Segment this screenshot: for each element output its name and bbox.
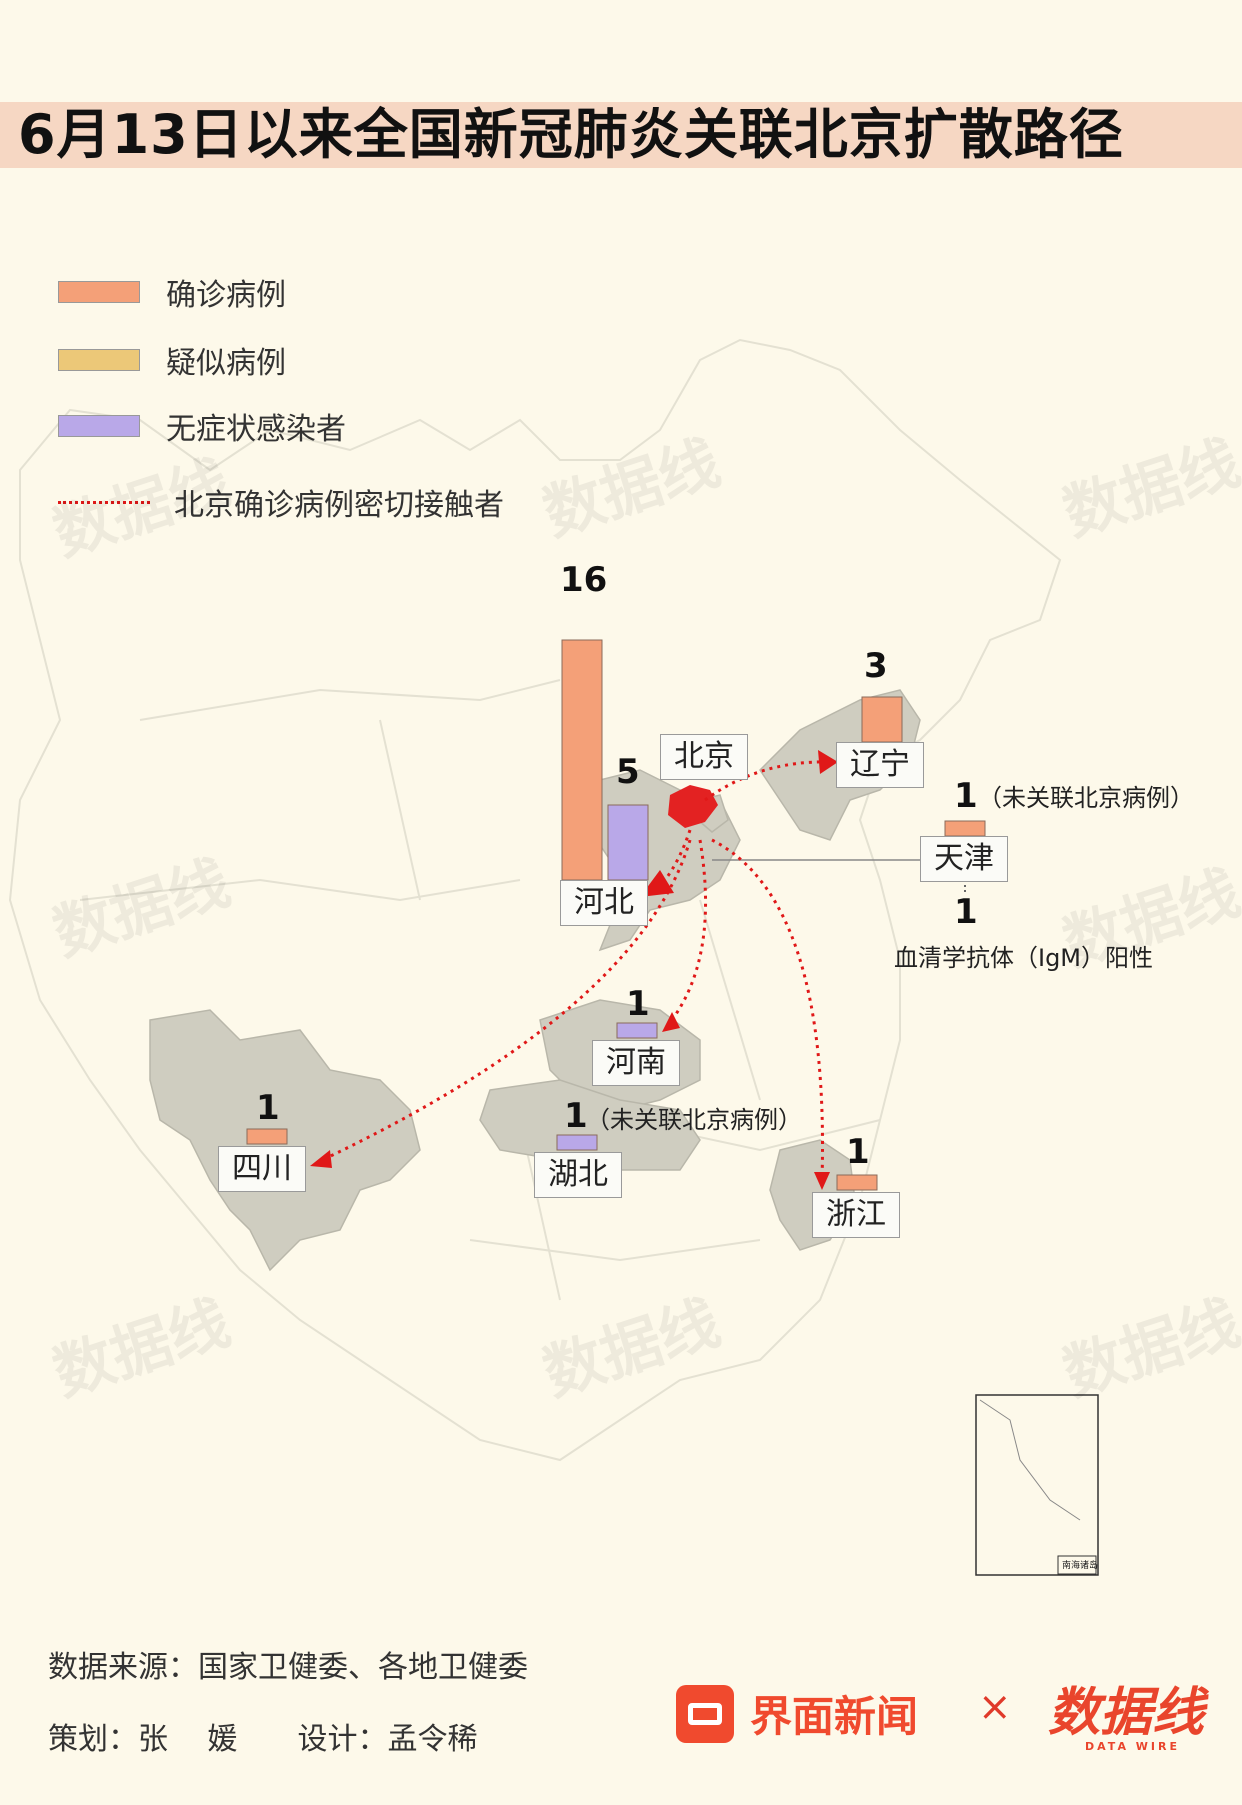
- legend-confirmed-label: 确诊病例: [166, 278, 286, 313]
- tianjin-confirmed-bar: [944, 820, 986, 837]
- legend-suspected: 疑似病例: [58, 340, 286, 381]
- sichuan-confirmed-number: 1: [256, 1088, 280, 1128]
- times-sign: ×: [978, 1684, 1012, 1730]
- legend-asymptomatic-swatch: [58, 415, 140, 437]
- arrowhead-zhejiang: [814, 1172, 830, 1190]
- bars-layer: [246, 639, 986, 1191]
- inset-map: [975, 1394, 1099, 1576]
- jiemian-brand-text: 界面新闻: [750, 1692, 919, 1741]
- label-hebei: 河北: [560, 880, 648, 926]
- contact-arrows: [317, 760, 831, 1181]
- tianjin-antibody-number: 1: [954, 892, 978, 932]
- legend-contact: 北京确诊病例密切接触者: [58, 482, 504, 523]
- hebei-asymptomatic-bar: [607, 804, 649, 881]
- title-band: [0, 102, 1242, 168]
- arrow-beijing-henan: [666, 839, 708, 1026]
- label-liaoning: 辽宁: [836, 742, 924, 788]
- arrowhead-henan: [662, 1012, 680, 1032]
- datawire-logo: 数据线: [1048, 1683, 1205, 1743]
- tianjin-antibody-note: 血清学抗体（IgM）阳性: [894, 944, 1154, 972]
- hebei-confirmed-bar: [561, 639, 603, 881]
- label-hubei: 湖北: [534, 1152, 622, 1198]
- zhejiang-confirmed-bar: [836, 1174, 878, 1191]
- henan-asymptomatic-number: 1: [626, 984, 650, 1024]
- arrowhead-liaoning: [818, 750, 838, 774]
- label-zhejiang: 浙江: [812, 1192, 900, 1238]
- legend-asymptomatic: 无症状感染者: [58, 406, 346, 447]
- label-henan: 河南: [592, 1040, 680, 1086]
- tianjin-note: （未关联北京病例）: [978, 784, 1194, 812]
- arrowhead-hebei: [640, 870, 674, 897]
- page-title: 6月13日以来全国新冠肺炎关联北京扩散路径: [18, 103, 1124, 166]
- hubei-note: （未关联北京病例）: [586, 1106, 802, 1134]
- province-beijing: [668, 785, 718, 828]
- label-tianjin: 天津: [920, 836, 1008, 882]
- legend-confirmed-swatch: [58, 281, 140, 303]
- hubei-asymptomatic-number: 1: [564, 1096, 588, 1136]
- province-hubei: [479, 1079, 701, 1171]
- legend-asymptomatic-label: 无症状感染者: [166, 412, 346, 447]
- arrow-beijing-zhejiang: [711, 838, 824, 1181]
- jiemian-brand: 界面新闻: [676, 1683, 918, 1744]
- hebei-confirmed-number: 16: [560, 560, 608, 600]
- liaoning-confirmed-bar: [861, 696, 903, 743]
- label-sichuan: 四川: [218, 1146, 306, 1192]
- credits: 策划：张 媛 设计：孟令稀: [48, 1722, 478, 1757]
- arrowhead-sichuan: [310, 1150, 332, 1168]
- legend-suspected-label: 疑似病例: [166, 346, 286, 381]
- legend-confirmed: 确诊病例: [58, 272, 286, 313]
- sichuan-confirmed-bar: [246, 1128, 288, 1145]
- datawire-sub: DATA WIRE: [1085, 1740, 1180, 1753]
- liaoning-confirmed-number: 3: [864, 646, 888, 686]
- arrow-heads: [310, 750, 838, 1190]
- jiemian-logo-icon: [676, 1684, 734, 1743]
- legend-contact-label: 北京确诊病例密切接触者: [174, 488, 504, 523]
- arrow-beijing-liaoning: [704, 760, 831, 802]
- legend-suspected-swatch: [58, 349, 140, 371]
- legend-contact-line: [58, 500, 150, 504]
- hubei-asymptomatic-bar: [556, 1134, 598, 1151]
- hebei-asymptomatic-number: 5: [616, 752, 640, 792]
- label-beijing: 北京: [660, 734, 748, 780]
- henan-asymptomatic-bar: [616, 1022, 658, 1039]
- inset-label: 南海诸岛: [1062, 1561, 1099, 1571]
- arrow-beijing-sichuan: [317, 839, 692, 1164]
- tianjin-confirmed-number: 1: [954, 776, 978, 816]
- zhejiang-confirmed-number: 1: [846, 1132, 870, 1172]
- data-source: 数据来源：国家卫健委、各地卫健委: [48, 1650, 528, 1685]
